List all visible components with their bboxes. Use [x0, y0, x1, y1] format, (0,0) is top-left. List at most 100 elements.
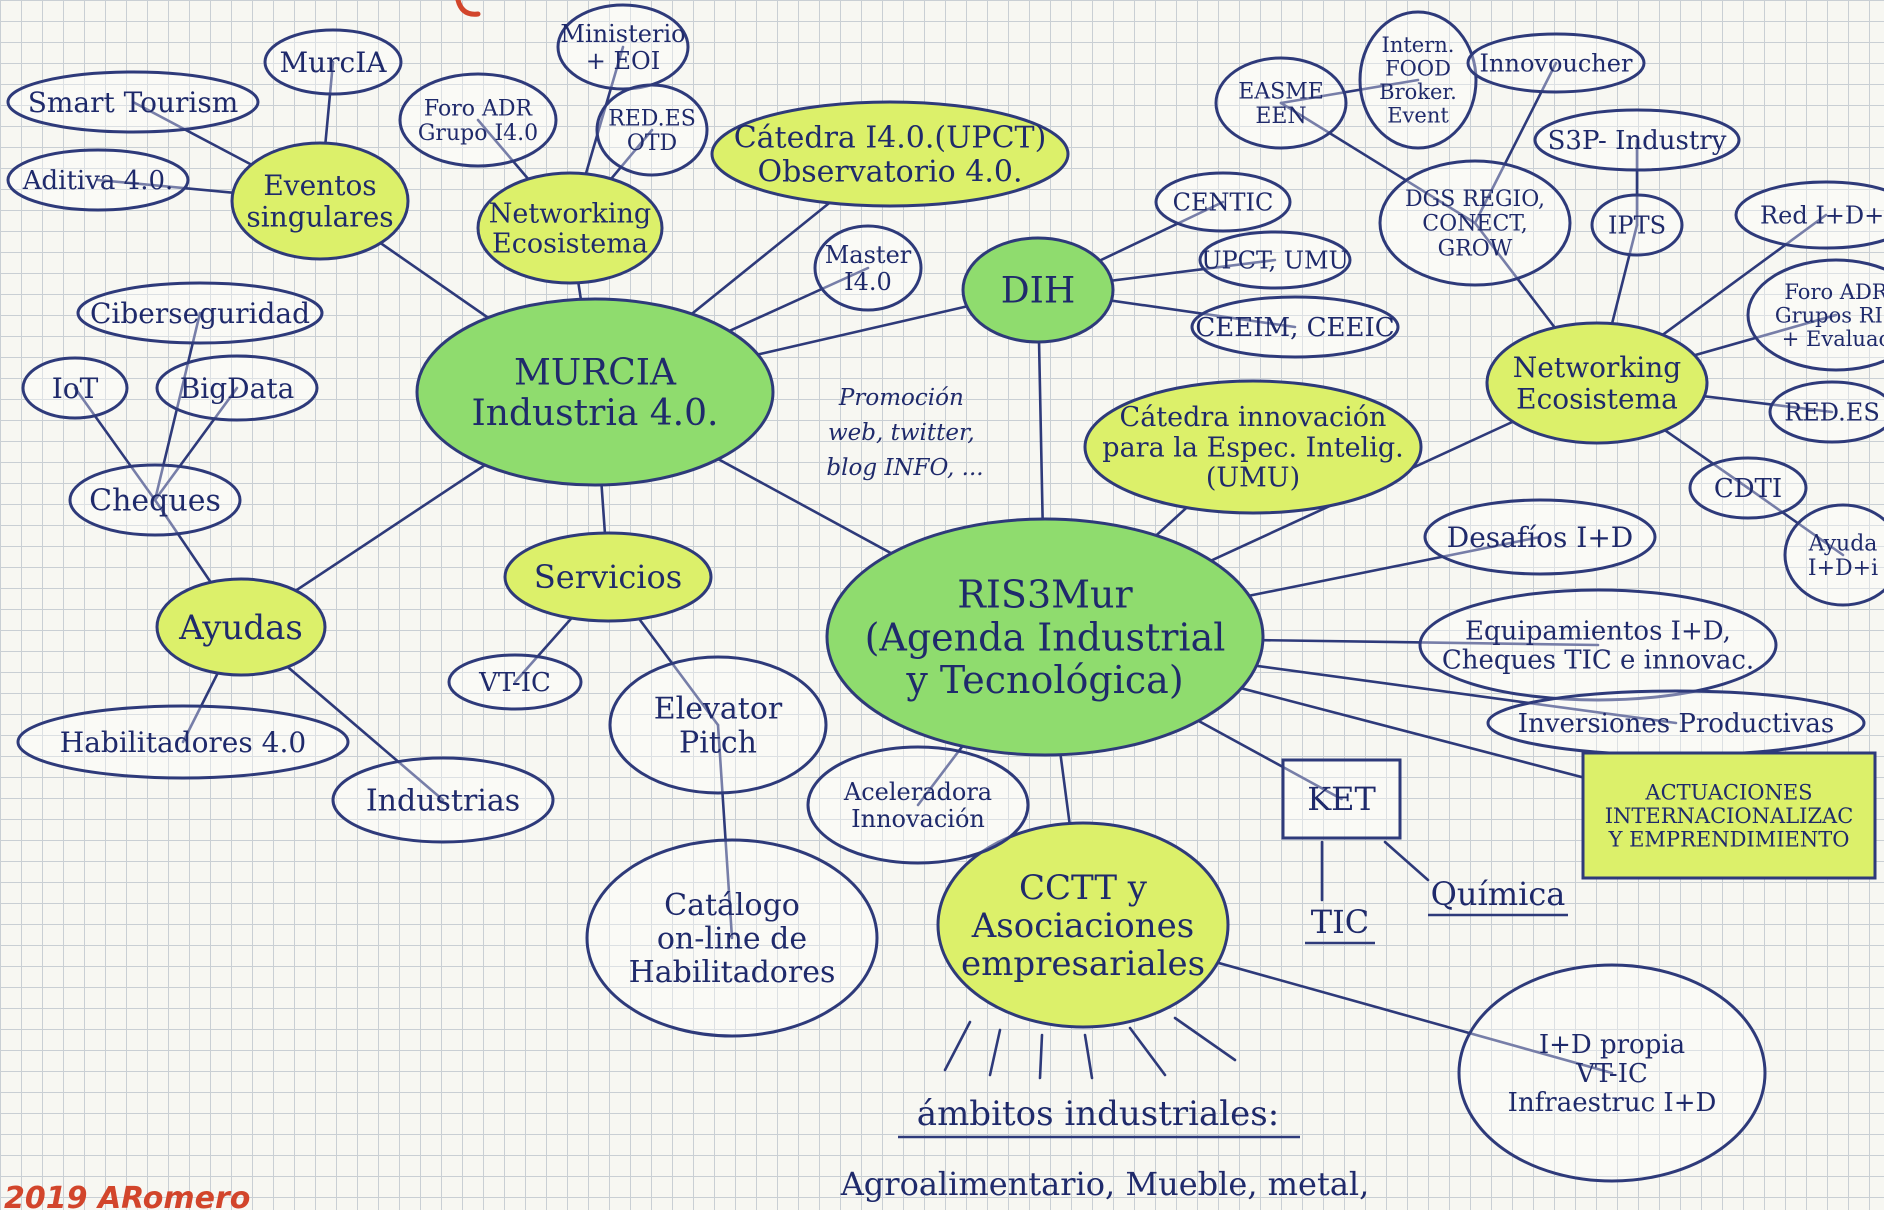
- node-desafios: Desafíos I+D: [1423, 498, 1657, 576]
- node-ministerio-line-1: + EOI: [586, 47, 660, 75]
- node-ceeim-label: CEEIM, CEEIC: [1195, 313, 1394, 343]
- node-ket-label: KET: [1307, 780, 1376, 818]
- node-red_es_otd-line-1: OTD: [627, 131, 677, 156]
- node-desafios-line-0: Desafíos I+D: [1447, 521, 1634, 554]
- node-dgs_regio-line-1: CONECT,: [1422, 212, 1527, 237]
- node-foro_adr-line-0: Foro ADR: [424, 96, 534, 121]
- node-murcia_ind-line-0: MURCIA: [514, 352, 677, 393]
- node-catedra_innov-line-1: para la Espec. Intelig.: [1102, 432, 1403, 463]
- node-catedra_i40-label: Cátedra I4.0.(UPCT)Observatorio 4.0.: [734, 121, 1047, 190]
- node-actuaciones-line-1: INTERNACIONALIZAC: [1605, 804, 1854, 828]
- node-upct_umu-shape: [1198, 230, 1352, 290]
- node-smart_tourism: Smart Tourism: [6, 70, 260, 134]
- edge-dgs_regio-easme: [1279, 101, 1477, 225]
- node-murcia_ind-line-1: Industria 4.0.: [472, 393, 719, 434]
- node-idpropia-line-2: Infraestruc I+D: [1508, 1088, 1717, 1118]
- ray-6: [1173, 1016, 1237, 1062]
- edge-cheques-iot: [73, 386, 157, 502]
- node-catedra_innov-line-2: (UMU): [1206, 463, 1300, 494]
- node-dih-label: DIH: [1001, 271, 1075, 312]
- node-murcia_ia: MurcIA: [263, 28, 403, 96]
- node-inversiones-label: Inversiones Productivas: [1518, 709, 1834, 739]
- node-aditiva-shape: [6, 148, 190, 212]
- node-ayudas_idi-line-1: I+D+i: [1808, 556, 1878, 581]
- node-industrias-label: Industrias: [366, 784, 520, 819]
- node-centic-line-0: CENTIC: [1173, 188, 1274, 216]
- node-aditiva: Aditiva 4.0.: [6, 148, 190, 212]
- node-murcia_ia-label: MurcIA: [279, 46, 387, 79]
- red-pen-mark: [455, 0, 481, 17]
- node-vtic_left-label: VT-IC: [478, 668, 551, 698]
- node-upct_umu-label: UPCT, UMU: [1201, 246, 1349, 274]
- node-ciberseguridad: Ciberseguridad: [76, 281, 324, 345]
- node-foro_adr_right-line-1: Grupos RIS: [1775, 303, 1884, 327]
- node-smart_tourism-label: Smart Tourism: [28, 86, 239, 119]
- tic-label: TIC: [1311, 903, 1369, 941]
- node-centic: CENTIC: [1154, 171, 1292, 233]
- node-ministerio-line-0: Ministerio: [560, 20, 685, 48]
- node-habilitadores-label: Habilitadores 4.0: [60, 726, 306, 759]
- node-cheques-shape: [68, 463, 242, 537]
- node-s3p: S3P- Industry: [1533, 108, 1741, 172]
- node-cctt-line-0: CCTT y: [1019, 868, 1148, 908]
- node-equipamientos-line-1: Cheques TIC e innovac.: [1442, 646, 1754, 676]
- edge-dgs_regio-innovoucher: [1473, 61, 1558, 225]
- node-easme-line-1: EEN: [1255, 104, 1306, 129]
- node-ipts-shape: [1590, 193, 1684, 257]
- node-centic-label: CENTIC: [1173, 188, 1274, 216]
- node-cctt-line-2: empresariales: [961, 944, 1205, 984]
- node-equipamientos-label: Equipamientos I+D,Cheques TIC e innovac.: [1442, 617, 1754, 676]
- ambitos-heading: ámbitos industriales:: [917, 1094, 1279, 1134]
- node-dgs_regio-line-2: GROW: [1438, 236, 1513, 261]
- node-ciberseguridad-label: Ciberseguridad: [90, 297, 310, 330]
- node-dih-shape: [961, 236, 1115, 344]
- node-foro_adr_right-shape: [1746, 258, 1884, 372]
- node-ayudas-line-0: Ayudas: [178, 608, 303, 648]
- ray-4: [1083, 1033, 1094, 1080]
- node-elevator-shape: [608, 655, 828, 795]
- node-cheques-label: Cheques: [89, 484, 221, 519]
- node-foro_adr_right-line-2: + Evaluac: [1782, 327, 1884, 351]
- node-aceleradora-line-0: Aceleradora: [843, 778, 992, 806]
- node-iot-line-0: IoT: [52, 372, 99, 405]
- node-elevator-line-0: Elevator: [654, 692, 783, 727]
- node-eventos-line-1: singulares: [246, 200, 393, 233]
- node-innovoucher-line-0: Innovoucher: [1480, 49, 1633, 77]
- edge-ket-quimica: [1383, 840, 1430, 882]
- edge-easme-intern_food: [1279, 78, 1420, 105]
- node-equipamientos: Equipamientos I+D,Cheques TIC e innovac.: [1418, 588, 1778, 702]
- node-red_idi: Red I+D+i: [1734, 180, 1884, 250]
- node-master-line-1: I4.0: [844, 268, 892, 296]
- node-ris3mur-line-1: (Agenda Industrial: [865, 615, 1226, 659]
- node-ayudas_idi-shape: [1783, 503, 1884, 607]
- node-networking_right-line-1: Ecosistema: [1516, 382, 1678, 415]
- node-ciberseguridad-shape: [76, 281, 324, 345]
- node-iot-shape: [21, 356, 129, 420]
- node-aditiva-line-0: Aditiva 4.0.: [22, 166, 174, 196]
- node-inversiones: Inversiones Productivas: [1486, 689, 1866, 757]
- node-upct_umu-line-0: UPCT, UMU: [1201, 246, 1349, 274]
- node-catedra_i40-shape: [710, 100, 1070, 208]
- node-bigdata-line-0: BigData: [180, 372, 295, 405]
- node-desafios-shape: [1423, 498, 1657, 576]
